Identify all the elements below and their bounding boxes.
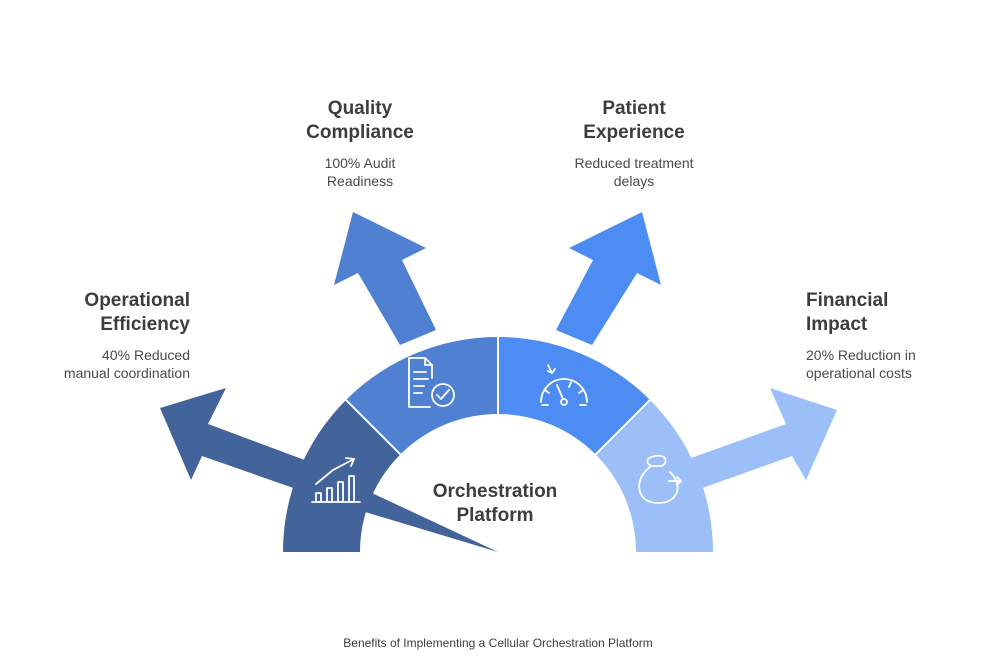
arrow-patient-experience-body <box>556 212 661 345</box>
segment-dividers <box>345 337 651 456</box>
diagram-caption: Benefits of Implementing a Cellular Orch… <box>343 636 653 650</box>
label-financial-impact: Financial Impact 20% Reduction in operat… <box>806 289 986 382</box>
quality-compliance-title: Quality Compliance <box>306 98 414 143</box>
label-operational-efficiency: Operational Efficiency 40% Reduced manua… <box>0 289 190 382</box>
financial-impact-title: Financial Impact <box>806 290 889 335</box>
checked-document-icon <box>408 357 455 408</box>
arrow-financial-impact <box>680 388 837 491</box>
arrow-financial-impact-body <box>680 388 837 491</box>
patient-experience-description: Reduced treatment delays <box>574 155 694 189</box>
operational-efficiency-description: 40% Reduced manual coordination <box>63 347 190 381</box>
label-quality-compliance: Quality Compliance 100% Audit Readiness <box>240 97 480 190</box>
arrow-quality-compliance-body <box>334 212 436 345</box>
quality-compliance-description: 100% Audit Readiness <box>324 155 396 189</box>
segment-operational-efficiency <box>283 399 401 552</box>
bar-chart-growth-icon <box>311 457 361 503</box>
operational-efficiency-title: Operational Efficiency <box>84 290 190 335</box>
segment-financial-impact <box>595 399 713 552</box>
financial-impact-description: 20% Reduction in operational costs <box>806 347 916 381</box>
center-label: Orchestration Platform <box>432 481 558 526</box>
arrow-patient-experience <box>556 212 661 345</box>
segment-patient-experience <box>498 337 651 455</box>
arrow-operational-efficiency-body <box>160 388 310 491</box>
money-bag-icon <box>638 454 682 504</box>
segment-quality-compliance <box>345 337 498 455</box>
patient-experience-title: Patient Experience <box>583 98 685 143</box>
arrow-quality-compliance <box>334 212 436 345</box>
label-patient-experience: Patient Experience Reduced treatment del… <box>514 97 754 190</box>
speed-gauge-icon <box>540 364 588 406</box>
